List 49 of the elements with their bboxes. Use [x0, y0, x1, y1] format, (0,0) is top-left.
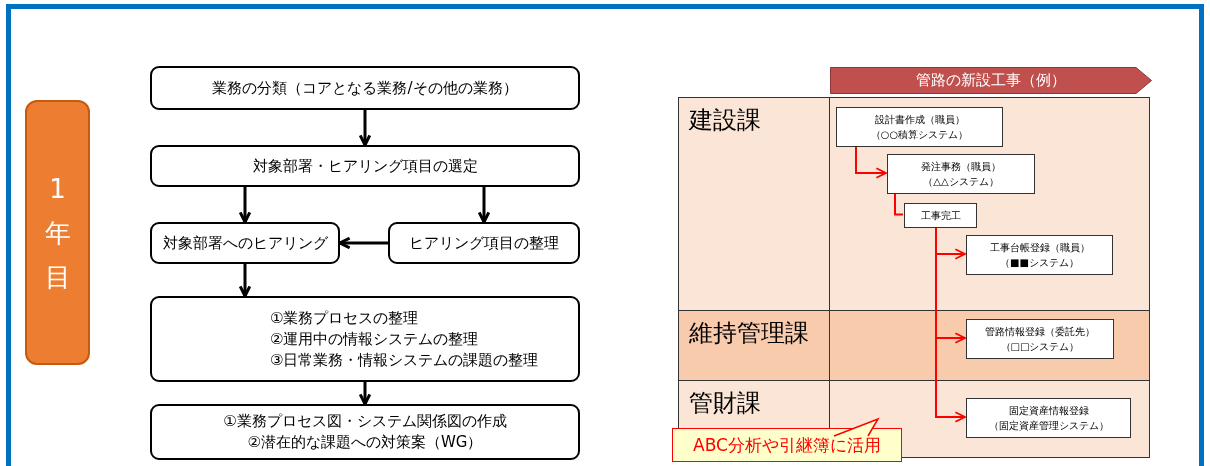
box-text: ②潜在的な課題への対策案（WG） [247, 432, 483, 453]
task-text: 固定資産情報登録 [1008, 404, 1089, 418]
arrow [894, 192, 904, 216]
task-box [904, 203, 977, 228]
arrow [358, 382, 372, 406]
arrow [238, 264, 252, 298]
task-text: 工事完工 [920, 209, 961, 223]
task-box [966, 235, 1113, 275]
task-box [966, 319, 1114, 359]
arrow [855, 145, 887, 179]
task-box [836, 107, 1003, 147]
task-text: 設計書作成（職員） [874, 113, 965, 127]
box-text: ①業務プロセスの整理 [270, 307, 419, 329]
process-box [150, 66, 580, 110]
process-box [150, 296, 580, 382]
task-box [887, 154, 1035, 194]
box-text: 対象部署へのヒアリング [162, 232, 328, 254]
task-box [966, 398, 1131, 438]
box-text: 業務の分類（コアとなる業務/その他の業務） [212, 77, 518, 99]
lane-label: 建設課 [689, 106, 761, 134]
task-text: （固定資産管理システム） [988, 419, 1109, 433]
box-text: 対象部署・ヒアリング項目の選定 [252, 155, 478, 177]
box-text: ヒアリング項目の整理 [409, 232, 559, 254]
task-text: 管路情報登録（委託先） [985, 325, 1095, 339]
task-text: （△△システム） [923, 175, 999, 189]
year-text: 1年目 [43, 172, 72, 294]
arrow [338, 236, 388, 250]
box-text: ②運用中の情報システムの整理 [270, 328, 479, 350]
box-text: ③日常業務・情報システムの課題の整理 [270, 349, 539, 371]
year-label [25, 100, 90, 365]
process-box [150, 145, 580, 187]
process-box [388, 222, 580, 264]
lane-label: 維持管理課 [689, 319, 809, 347]
swimlane [678, 97, 1150, 311]
callout-text: ABC分析や引継簿に活用 [693, 433, 881, 457]
process-box [150, 222, 340, 264]
lane-label: 管財課 [689, 389, 761, 417]
header-text: 管路の新設工事（例） [916, 71, 1066, 90]
task-text: （○○積算システム） [870, 128, 969, 142]
task-text: （■■システム） [1000, 256, 1079, 270]
box-text: ①業務プロセス図・システム関係図の作成 [223, 411, 507, 432]
process-box [150, 404, 580, 460]
arrow [477, 187, 491, 224]
task-text: （□□システム） [1000, 340, 1080, 354]
swimlane [678, 310, 1150, 381]
task-text: 工事台帳登録（職員） [989, 241, 1090, 255]
arrow [358, 110, 372, 147]
arrow [238, 187, 252, 224]
task-text: 発注事務（職員） [921, 160, 1001, 174]
